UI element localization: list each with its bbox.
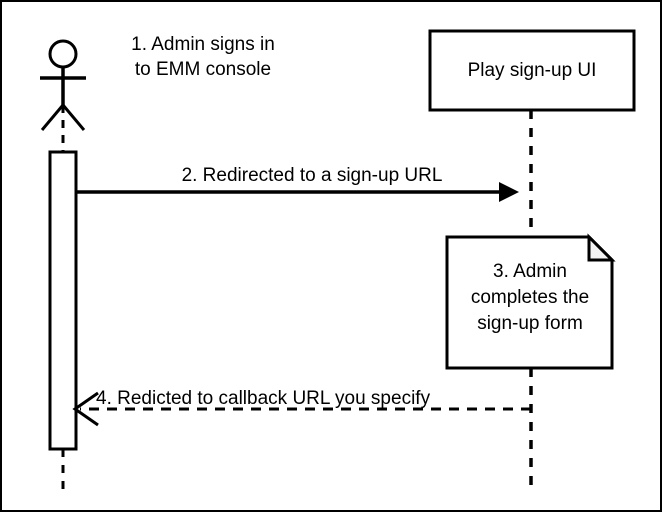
participant-box[interactable] (428, 29, 636, 112)
message-4-arrow[interactable] (72, 391, 531, 427)
note-fold-corner (587, 233, 616, 262)
message-4-label: 4. Redicted to callback URL you specify (96, 388, 431, 409)
participant-label: Play sign-up UI (467, 60, 597, 81)
note-shape[interactable] (445, 233, 616, 370)
note-label: 3. Admin completes the sign-up form (470, 261, 590, 334)
message-2-label: 2. Redirected to a sign-up URL (181, 165, 443, 186)
actor-leg-left (40, 104, 65, 131)
message-4-arrowhead (72, 391, 99, 427)
actor-leg-right (61, 104, 86, 131)
actor-activation-bar (48, 150, 78, 451)
actor-head-icon (48, 39, 78, 69)
message-2-arrow[interactable] (76, 182, 519, 202)
actor-caption-label: 1. Admin signs in to EMM console (131, 34, 275, 80)
note-body (445, 235, 614, 370)
message-2-arrowhead (499, 182, 519, 202)
actor-figure (40, 39, 86, 131)
